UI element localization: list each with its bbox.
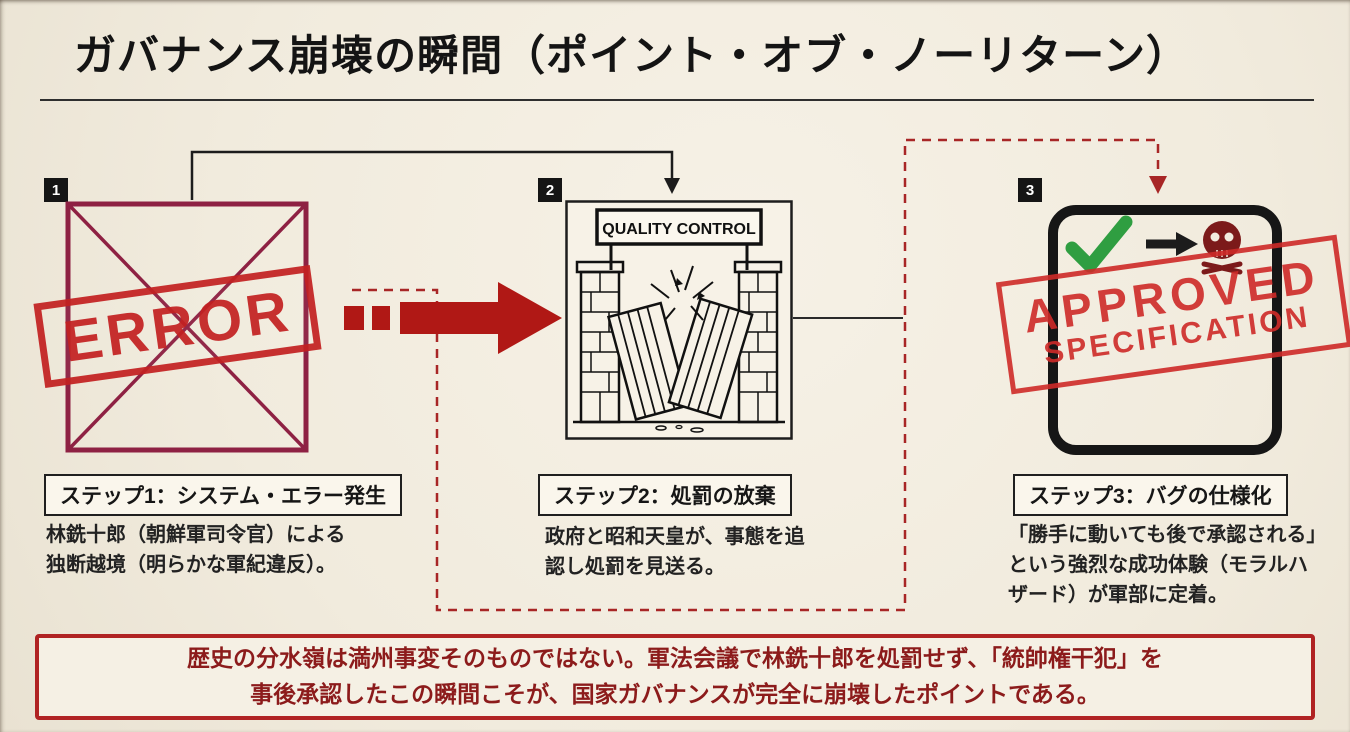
approved-skull-icon (1065, 215, 1243, 275)
dashed-red-loop (352, 138, 1160, 612)
step3-caption: ステップ3：バグの仕様化 (1013, 474, 1288, 516)
approved-frame (1048, 205, 1282, 455)
step2-caption: ステップ2：処罰の放棄 (538, 474, 792, 516)
step1-description: 林銑十郎（朝鮮軍司令官）による独断越境（明らかな軍紀違反）。 (46, 524, 346, 576)
step3-number-badge: 3 (1018, 178, 1042, 202)
step1-number-badge: 1 (44, 178, 68, 202)
step3-number: 3 (1025, 181, 1035, 199)
step2-number: 2 (545, 181, 555, 199)
black-feedback-line (190, 150, 674, 200)
step1-caption: ステップ1：システム・エラー発生 (44, 474, 403, 516)
conclusion-banner: 歴史の分水嶺は満州事変そのものではない。軍法会議で林銑十郎を処罰せず、「統帥権干… (35, 634, 1315, 720)
broken-gate-icon: QUALITY CONTROL (565, 200, 793, 440)
page-title: ガバナンス崩壊の瞬間（ポイント・オブ・ノーリターン） (74, 32, 1190, 79)
step1-number: 1 (51, 181, 61, 199)
error-envelope-icon (65, 201, 309, 453)
conclusion-text: 歴史の分水嶺は満州事変そのものではない。軍法会議で林銑十郎を処罰せず、「統帥権干… (187, 645, 1163, 707)
step3-description: 「勝手に動いても後で承認される」という強烈な成功体験（モラルハザード）が軍部に定… (1008, 524, 1317, 606)
step2-number-badge: 2 (538, 178, 562, 202)
step2-description: 政府と昭和天皇が、事態を追認し処罰を見送る。 (545, 526, 805, 578)
quality-control-sign: QUALITY CONTROL (602, 221, 756, 238)
black-line-arrowhead (664, 178, 680, 194)
dashed-loop-arrowhead (1149, 176, 1167, 194)
big-red-arrow (344, 282, 562, 354)
title-divider (40, 99, 1314, 101)
